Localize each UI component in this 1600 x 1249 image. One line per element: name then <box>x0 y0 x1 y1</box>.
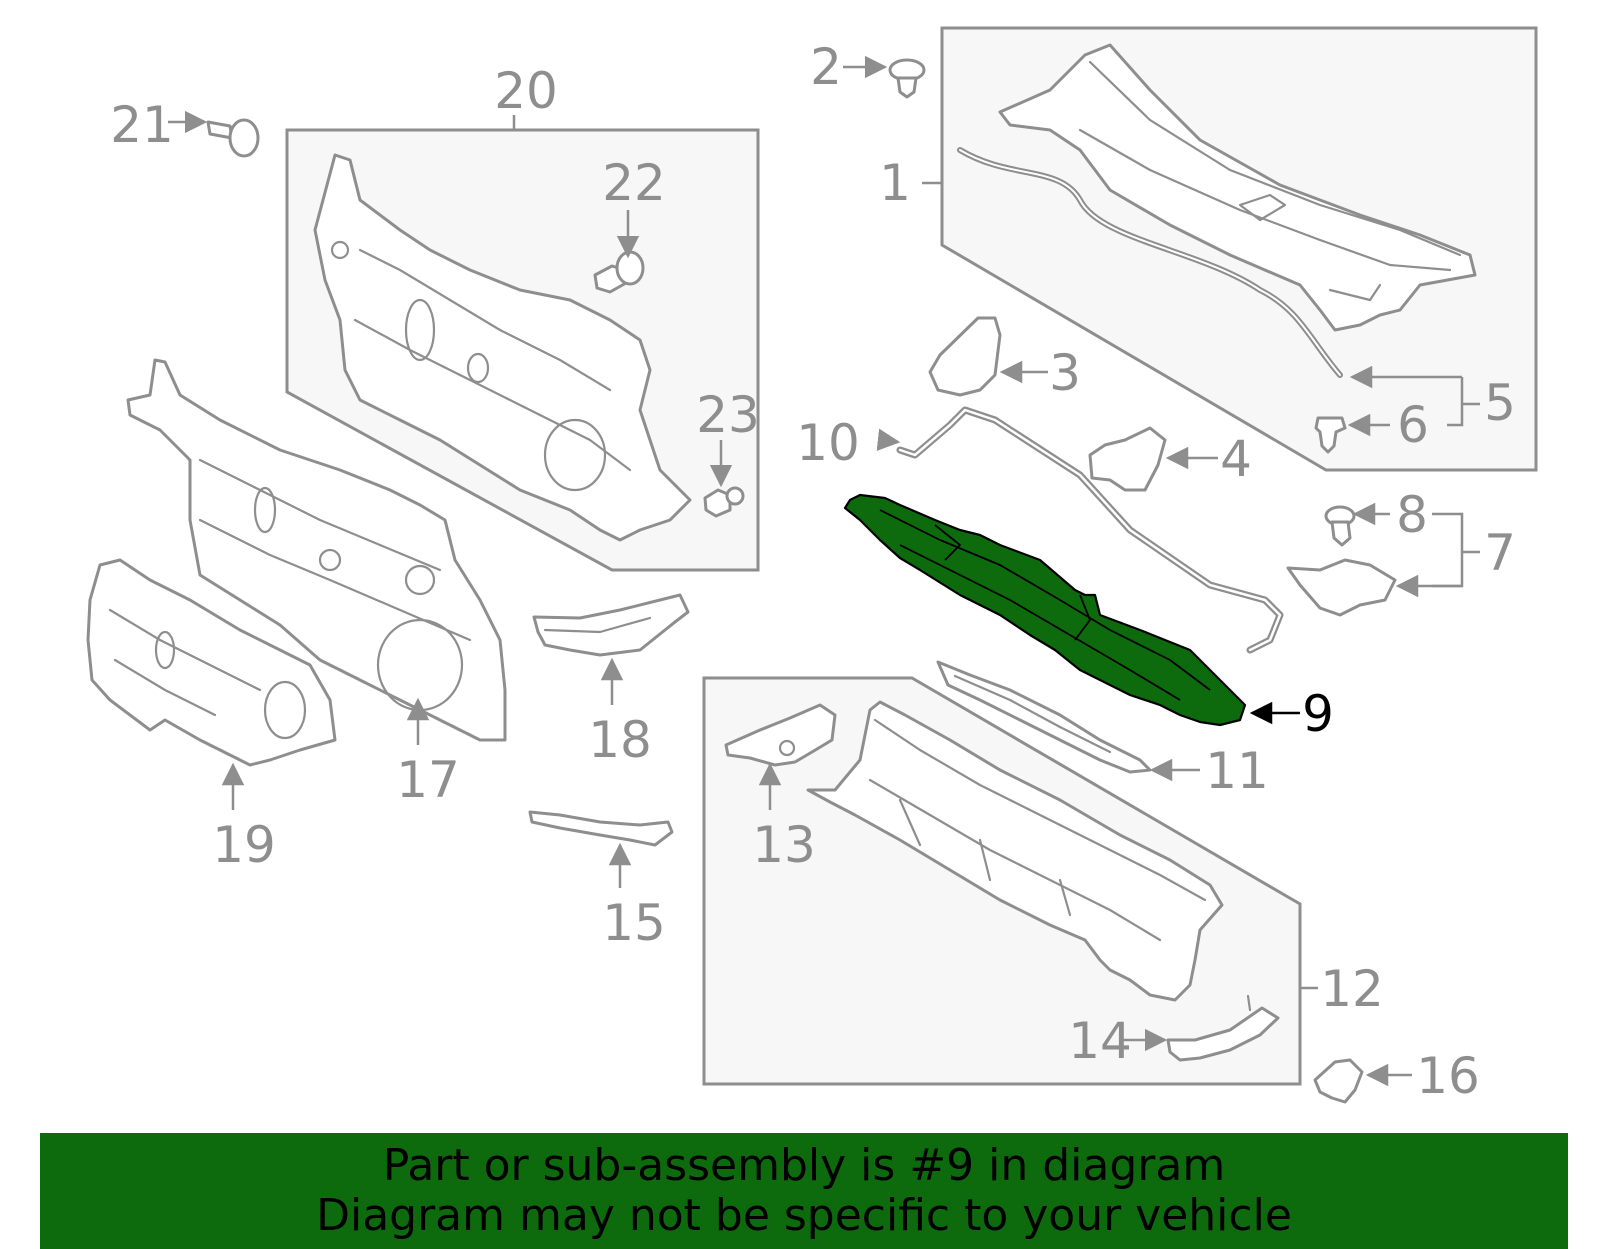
part-10-hose-inner <box>898 408 1282 652</box>
callout-6: 6 <box>1397 396 1429 454</box>
part-23-clip <box>703 486 745 518</box>
part-3-bracket <box>928 316 1002 397</box>
callout-3: 3 <box>1049 344 1081 402</box>
part-7-bracket <box>1286 558 1397 617</box>
part-12-cowl-panel <box>806 700 1224 1002</box>
part-5-seal-inner <box>959 149 1341 376</box>
callout-4: 4 <box>1220 430 1252 488</box>
part-20-insulator <box>313 153 692 542</box>
callout-1: 1 <box>879 154 911 212</box>
part-11-strip <box>936 660 1152 774</box>
callout-17: 17 <box>396 751 460 809</box>
callout-23: 23 <box>696 386 760 444</box>
callout-15: 15 <box>602 894 666 952</box>
part-6-clip <box>1314 416 1347 454</box>
callouts: 1 2 3 4 5 6 7 8 9 10 11 12 13 14 15 16 1… <box>110 38 1516 1105</box>
part-9-highlighted <box>843 493 1247 727</box>
part-15-strip <box>528 810 674 847</box>
callout-18: 18 <box>588 711 652 769</box>
callout-20: 20 <box>494 62 558 120</box>
info-banner: Part or sub-assembly is #9 in diagram Di… <box>40 1133 1568 1249</box>
callout-2: 2 <box>810 38 842 96</box>
callout-5: 5 <box>1484 374 1516 432</box>
callout-19: 19 <box>212 816 276 874</box>
part-2-clip <box>888 58 926 99</box>
part-13-bracket <box>724 703 837 767</box>
callout-13: 13 <box>752 816 816 874</box>
banner-line-2: Diagram may not be specific to your vehi… <box>316 1190 1292 1241</box>
callout-9: 9 <box>1302 685 1334 743</box>
callout-14: 14 <box>1068 1012 1132 1070</box>
callout-8: 8 <box>1396 486 1428 544</box>
callout-16: 16 <box>1416 1047 1480 1105</box>
part-14-bracket <box>1166 994 1280 1062</box>
part-19-insulator <box>86 558 337 767</box>
leader-lines <box>168 55 1480 1087</box>
callout-21: 21 <box>110 96 174 154</box>
callout-11: 11 <box>1205 742 1269 800</box>
part-8-clip <box>1324 505 1356 547</box>
callout-10: 10 <box>796 414 860 472</box>
callout-12: 12 <box>1320 960 1384 1018</box>
part-17-dash-panel <box>126 358 507 742</box>
callout-22: 22 <box>602 154 666 212</box>
part-4-bracket <box>1088 426 1167 492</box>
banner-line-1: Part or sub-assembly is #9 in diagram <box>382 1140 1226 1191</box>
part-18-bracket <box>532 593 690 657</box>
callout-7: 7 <box>1484 524 1516 582</box>
part-1-cowl-panel <box>998 43 1477 332</box>
part-16-clip <box>1313 1058 1364 1104</box>
part-21-bolt <box>206 118 260 158</box>
